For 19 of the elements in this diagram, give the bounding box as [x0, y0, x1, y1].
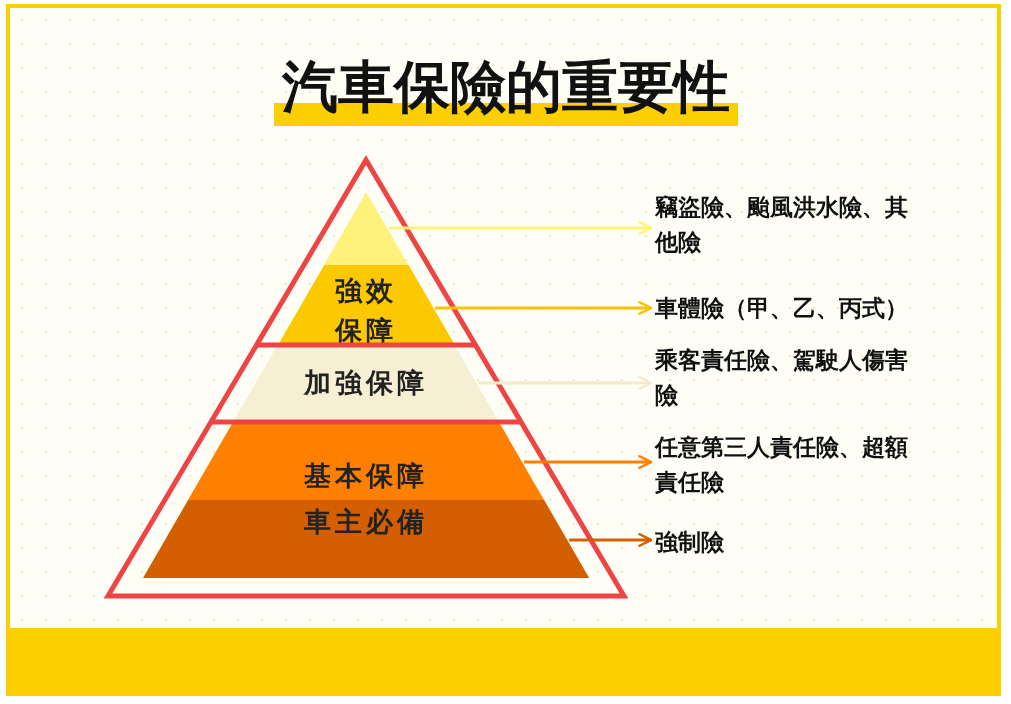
- arrow: [388, 220, 653, 236]
- coverage-text: 竊盜險、颱風洪水險、其他險: [655, 190, 917, 260]
- pyramid-layer: [277, 265, 455, 345]
- layer-label: 基本保障: [303, 459, 429, 493]
- arrow: [435, 300, 653, 316]
- coverage-text: 任意第三人責任險、超額責任險: [655, 430, 917, 500]
- pyramid-layer: [187, 422, 544, 500]
- layer-label: 車主必備: [303, 505, 429, 539]
- coverage-text: 強制險: [655, 525, 917, 560]
- layer-label: 加強保障: [302, 366, 429, 400]
- layer-label: 強效保障: [333, 274, 398, 348]
- arrow: [478, 375, 653, 391]
- pyramid-layer: [142, 500, 590, 578]
- arrow: [569, 532, 653, 548]
- arrow: [524, 454, 653, 470]
- pyramid-layer: [233, 345, 499, 422]
- pyramid-tip: [323, 192, 409, 265]
- coverage-text: 乘客責任險、駕駛人傷害險: [655, 343, 917, 413]
- coverage-text: 車體險（甲、乙、丙式）: [655, 291, 917, 326]
